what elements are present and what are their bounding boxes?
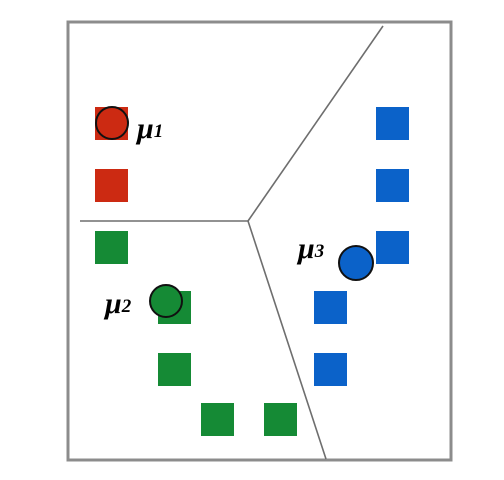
boundary-green-blue [247,220,327,460]
data-point-green [201,403,234,436]
centroid-label-3-symbol: μ [296,232,315,265]
centroids [95,106,374,318]
data-point-green [158,353,191,386]
centroid-blue [338,245,374,281]
data-point-blue [376,169,409,202]
centroid-red [95,106,129,140]
centroid-label-1-subscript: 1 [154,121,164,142]
data-point-blue [314,353,347,386]
data-point-green [264,403,297,436]
centroid-label-3: μ3 [296,232,324,265]
centroid-label-2-subscript: 2 [121,296,132,317]
centroid-label-2: μ2 [103,287,132,320]
data-point-red [95,169,128,202]
centroid-label-1: μ1 [135,112,163,145]
data-point-blue [376,231,409,264]
centroid-labels: μ1 μ2 μ3 [103,112,324,320]
centroid-green [149,284,183,318]
data-point-blue [314,291,347,324]
boundary-red-blue [247,25,384,222]
centroid-label-2-symbol: μ [103,287,122,320]
centroid-label-3-subscript: 3 [314,241,325,262]
voronoi-boundaries [80,25,384,460]
centroid-label-1-symbol: μ [135,112,154,145]
data-point-green [95,231,128,264]
data-point-blue [376,107,409,140]
